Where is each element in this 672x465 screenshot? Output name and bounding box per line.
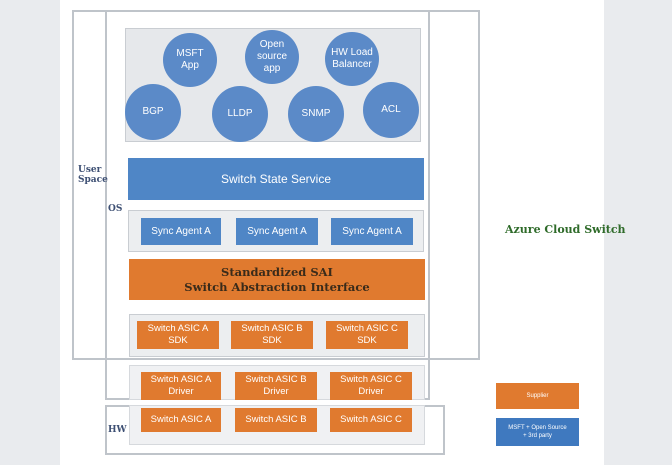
asic-c: Switch ASIC C [330, 408, 412, 432]
driver-c: Switch ASIC C Driver [330, 372, 412, 400]
app-msft: MSFT App [163, 33, 217, 87]
sync-agent-3: Sync Agent A [331, 218, 413, 245]
os-label: OS [108, 204, 123, 214]
driver-a: Switch ASIC A Driver [141, 372, 221, 400]
sdk-c: Switch ASIC C SDK [326, 321, 408, 349]
asic-a: Switch ASIC A [141, 408, 221, 432]
asic-b: Switch ASIC B [235, 408, 317, 432]
right-margin [604, 0, 672, 465]
legend-supplier: Supplier [496, 383, 579, 409]
driver-b: Switch ASIC B Driver [235, 372, 317, 400]
user-space-label-line1: User [78, 165, 102, 175]
standardized-sai: Standardized SAI Switch Abstraction Inte… [129, 259, 425, 300]
app-open-source: Open source app [245, 30, 299, 84]
sync-agent-1: Sync Agent A [141, 218, 221, 245]
sai-line-1: Standardized SAI [221, 264, 333, 279]
sync-agent-2: Sync Agent A [236, 218, 318, 245]
app-lldp: LLDP [212, 86, 268, 142]
app-bgp: BGP [125, 84, 181, 140]
left-margin [0, 0, 60, 465]
app-snmp: SNMP [288, 86, 344, 142]
sdk-b: Switch ASIC B SDK [231, 321, 313, 349]
app-hw-load-balancer: HW Load Balancer [325, 32, 379, 86]
legend-msft-open-source: MSFT + Open Source + 3rd party [496, 418, 579, 446]
user-space-label: User Space [78, 165, 108, 185]
azure-cloud-switch-title: Azure Cloud Switch [505, 223, 626, 236]
user-space-label-line2: Space [78, 175, 108, 185]
app-acl: ACL [363, 82, 419, 138]
sai-line-2: Switch Abstraction Interface [184, 279, 370, 294]
switch-state-service: Switch State Service [128, 158, 424, 200]
sdk-a: Switch ASIC A SDK [137, 321, 219, 349]
hw-label: HW [108, 425, 127, 435]
